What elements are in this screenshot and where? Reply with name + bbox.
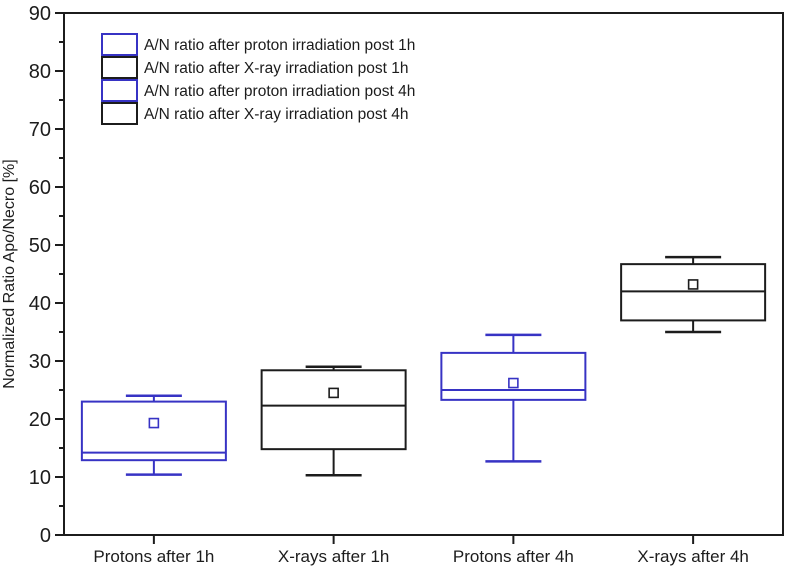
y-tick-label: 40 <box>29 293 51 315</box>
legend-swatch <box>101 79 138 102</box>
legend-label: A/N ratio after proton irradiation post … <box>144 37 415 54</box>
x-category-label: Protons after 4h <box>453 547 574 566</box>
iqr-box <box>440 351 587 401</box>
x-axis: Protons after 1h X-rays after 1h Protons a… <box>93 535 749 566</box>
y-axis: 0 10 20 30 40 50 60 70 80 90 <box>29 3 64 547</box>
y-tick-label: 10 <box>29 467 51 489</box>
legend-swatch <box>101 102 138 125</box>
box-group <box>620 255 767 334</box>
box-group <box>80 394 227 476</box>
mean-marker <box>508 377 519 389</box>
mean-marker <box>328 387 339 399</box>
y-tick-label: 30 <box>29 351 51 373</box>
box-group <box>440 333 587 463</box>
chart-legend: A/N ratio after proton irradiation post … <box>101 33 415 125</box>
y-tick-label: 60 <box>29 177 51 199</box>
y-axis-title-text: Normalized Ratio Apo/Necro [%] <box>1 159 18 388</box>
legend-swatch <box>101 56 138 79</box>
y-tick-label: 70 <box>29 119 51 141</box>
iqr-box <box>80 400 227 462</box>
legend-label: A/N ratio after X-ray irradiation post 1… <box>144 60 408 77</box>
y-tick-label: 20 <box>29 409 51 431</box>
box-group <box>260 365 407 477</box>
box-series <box>80 255 767 477</box>
x-category-label: Protons after 1h <box>93 547 214 566</box>
x-category-label: X-rays after 1h <box>278 547 390 566</box>
x-category-label: X-rays after 4h <box>637 547 749 566</box>
y-tick-label: 50 <box>29 235 51 257</box>
mean-marker <box>687 279 699 290</box>
legend-label: A/N ratio after X-ray irradiation post 4… <box>144 106 408 123</box>
y-tick-label: 80 <box>29 61 51 83</box>
legend-label: A/N ratio after proton irradiation post … <box>144 83 415 100</box>
y-tick-label: 90 <box>29 3 51 25</box>
iqr-box <box>260 369 407 451</box>
y-axis-title: Normalized Ratio Apo/Necro [%] <box>1 159 18 388</box>
legend-swatch <box>101 33 138 56</box>
y-tick-label: 0 <box>40 525 51 547</box>
mean-marker <box>148 417 160 429</box>
